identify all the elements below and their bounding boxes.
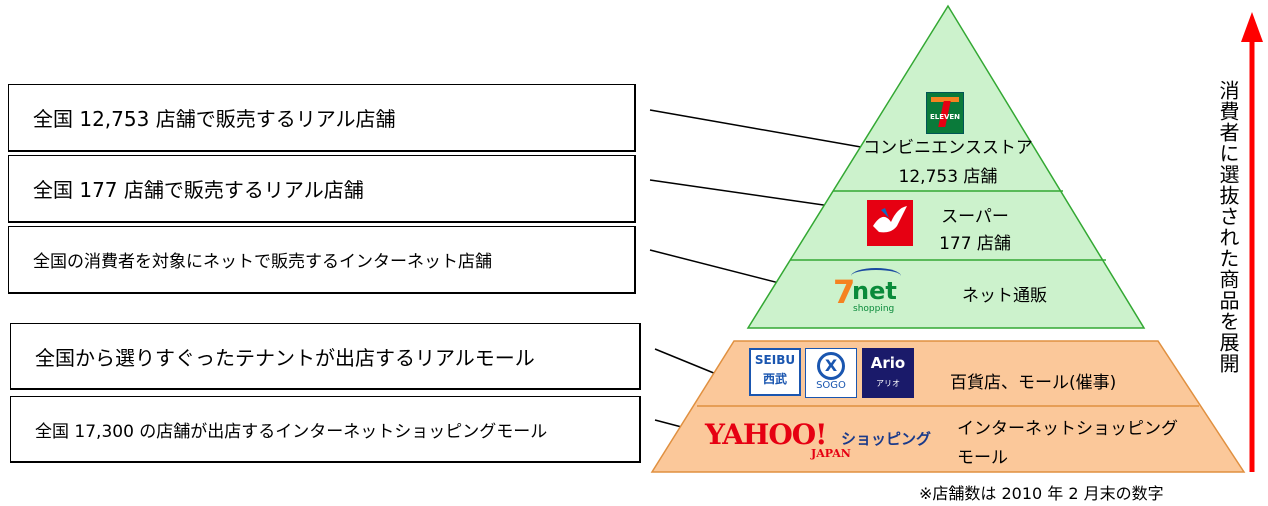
7net-shopping-text: shopping [853, 304, 895, 314]
description-box-net: 全国の消費者を対象にネットで販売するインターネット店舗 [8, 226, 636, 294]
yahoo-shopping-logo: YAHOO! JAPAN ショッピング [705, 420, 945, 462]
7net-shopping-logo: 7 net shopping [833, 268, 909, 316]
connector-line-1 [649, 109, 879, 151]
super-title: スーパー [941, 207, 1009, 227]
convenience-count: 12,753 店舗 [898, 167, 998, 187]
sogo-x-icon: X [817, 352, 845, 380]
seibu-logo: SEIBU 西武 [749, 348, 801, 396]
super-label: スーパー 177 店舗 [920, 206, 1030, 255]
description-text: 全国から選りすぐったテナントが出店するリアルモール [35, 345, 535, 370]
seven-eleven-stripe-orange [931, 97, 959, 102]
yahoo-logo-text: YAHOO! [705, 418, 827, 451]
dept-label: 百貨店、モール(催事) [950, 373, 1117, 393]
seven-eleven-logo-text: ELEVEN [929, 113, 961, 121]
yahoo-label-line2: モール [957, 448, 1008, 468]
ario-logo: Ario アリオ [862, 348, 914, 398]
description-box-dept: 全国から選りすぐったテナントが出店するリアルモール [10, 323, 641, 390]
footnote: ※店舗数は 2010 年 2 月末の数字 [919, 484, 1164, 503]
yahoo-label-line1: インターネットショッピング [957, 419, 1178, 439]
7net-seven: 7 [833, 273, 856, 311]
seibu-logo-en: SEIBU [754, 353, 796, 367]
convenience-label: コンビニエンスストア 12,753 店舗 [853, 137, 1043, 188]
seven-eleven-logo: ELEVEN [926, 92, 964, 134]
description-text: 全国の消費者を対象にネットで販売するインターネット店舗 [33, 252, 492, 272]
7net-swoosh-icon [851, 268, 901, 284]
seibu-logo-jp: 西武 [762, 372, 787, 386]
description-box-super: 全国 177 店舗で販売するリアル店舗 [8, 155, 636, 223]
yahoo-japan-text: JAPAN [811, 447, 851, 460]
description-text: 全国 17,300 の店舗が出店するインターネットショッピングモール [35, 421, 548, 442]
yahoo-shopping-suffix: ショッピング [841, 430, 932, 448]
description-text: 全国 177 店舗で販売するリアル店舗 [33, 178, 364, 202]
ario-logo-text: Ario [870, 354, 906, 372]
ranking-arrow-head [1241, 12, 1263, 42]
sogo-logo: X SOGO [805, 348, 857, 398]
vertical-label: 消費者に選抜された商品を展開 [1216, 80, 1240, 374]
description-box-convenience: 全国 12,753 店舗で販売するリアル店舗 [8, 84, 636, 152]
net-label: ネット通販 [962, 286, 1047, 306]
description-text: 全国 12,753 店舗で販売するリアル店舗 [33, 107, 396, 131]
green-pyramid [746, 4, 1146, 329]
dove-icon [873, 206, 907, 233]
ario-logo-jp: アリオ [876, 379, 900, 388]
ito-yokado-dove-logo [867, 200, 913, 246]
yahoo-label: インターネットショッピング モール [957, 418, 1178, 469]
convenience-title: コンビニエンスストア [863, 138, 1033, 158]
super-count: 177 店舗 [939, 234, 1011, 254]
sogo-logo-text: SOGO [816, 380, 846, 391]
description-box-yahoo: 全国 17,300 の店舗が出店するインターネットショッピングモール [10, 396, 641, 463]
